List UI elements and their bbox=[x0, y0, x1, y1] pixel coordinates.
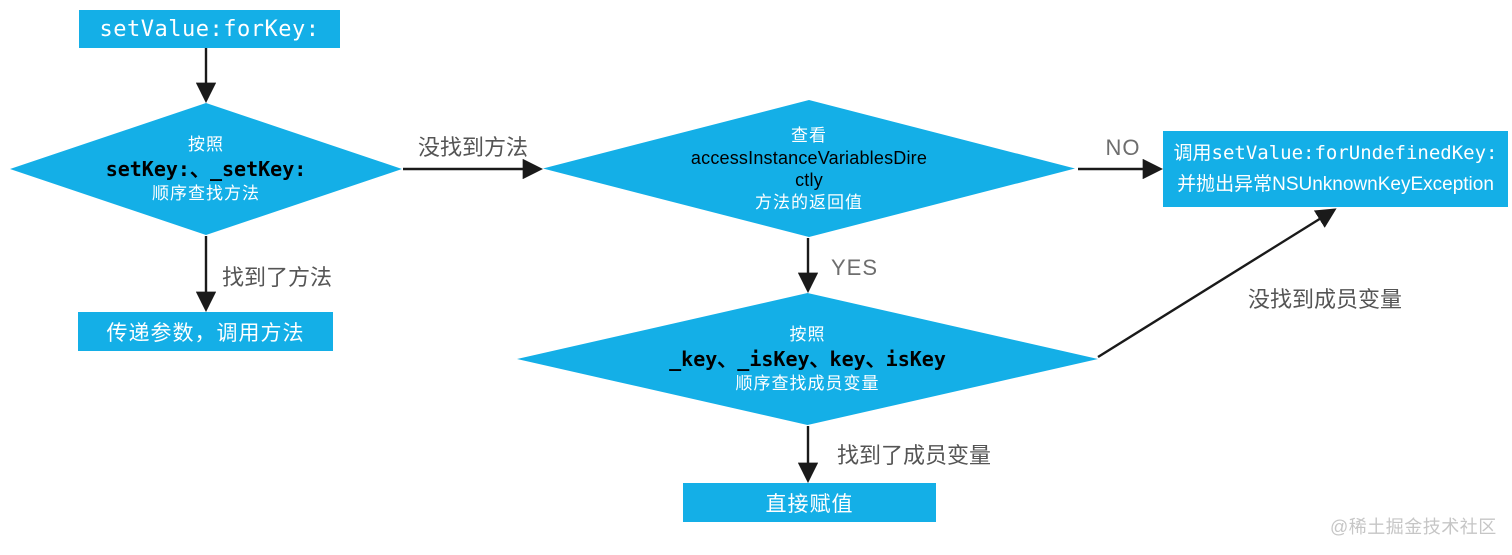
node-assign: 直接赋值 bbox=[683, 483, 936, 522]
node-call-method: 传递参数，调用方法 bbox=[78, 312, 333, 351]
node-access-decision: 查看 accessInstanceVariablesDire ctly 方法的返… bbox=[543, 100, 1075, 237]
find-ivar-code-text: _key、_isKey、key、isKey bbox=[669, 347, 946, 371]
access-code-line2: ctly bbox=[795, 169, 823, 190]
exception-line1: 调用setValue:forUndefinedKey: bbox=[1174, 138, 1498, 169]
edge-label-ivar-found: 找到了成员变量 bbox=[837, 443, 992, 468]
exception-line1-code: setValue:forUndefinedKey: bbox=[1211, 141, 1498, 164]
find-method-bottom-text: 顺序查找方法 bbox=[152, 184, 260, 203]
edge-label-ivar-not-found: 没找到成员变量 bbox=[1247, 287, 1402, 312]
exception-line1-prefix: 调用 bbox=[1173, 142, 1212, 164]
node-undefined-key-exception: 调用setValue:forUndefinedKey: 并抛出异常NSUnkno… bbox=[1163, 131, 1508, 207]
node-call-method-label: 传递参数，调用方法 bbox=[106, 321, 305, 345]
node-find-ivar-decision: 按照 _key、_isKey、key、isKey 顺序查找成员变量 bbox=[517, 293, 1098, 425]
access-bottom-text: 方法的返回值 bbox=[755, 192, 863, 212]
edge-label-method-not-found: 没找到方法 bbox=[417, 135, 528, 160]
juejin-watermark: @稀土掘金技术社区 bbox=[1330, 517, 1497, 537]
edge-label-no: NO bbox=[1105, 135, 1141, 160]
edge-label-yes: YES bbox=[831, 255, 879, 280]
node-assign-label: 直接赋值 bbox=[765, 492, 854, 516]
find-method-code-text: setKey:、_setKey: bbox=[105, 157, 307, 181]
exception-line2-code: NSUnknownKeyException bbox=[1272, 174, 1494, 196]
edge-label-method-found: 找到了方法 bbox=[222, 265, 333, 290]
find-ivar-top-text: 按照 bbox=[789, 325, 826, 344]
access-top-text: 查看 bbox=[791, 125, 827, 145]
node-start-label: setValue:forKey: bbox=[99, 16, 320, 42]
node-start: setValue:forKey: bbox=[79, 10, 340, 48]
find-method-top-text: 按照 bbox=[188, 135, 224, 154]
node-find-method-decision: 按照 setKey:、_setKey: 顺序查找方法 bbox=[10, 103, 402, 235]
find-ivar-bottom-text: 顺序查找成员变量 bbox=[735, 374, 880, 393]
exception-line2-prefix: 并抛出异常 bbox=[1177, 174, 1273, 196]
exception-line2: 并抛出异常NSUnknownKeyException bbox=[1177, 170, 1494, 200]
access-code-line1: accessInstanceVariablesDire bbox=[690, 147, 928, 168]
